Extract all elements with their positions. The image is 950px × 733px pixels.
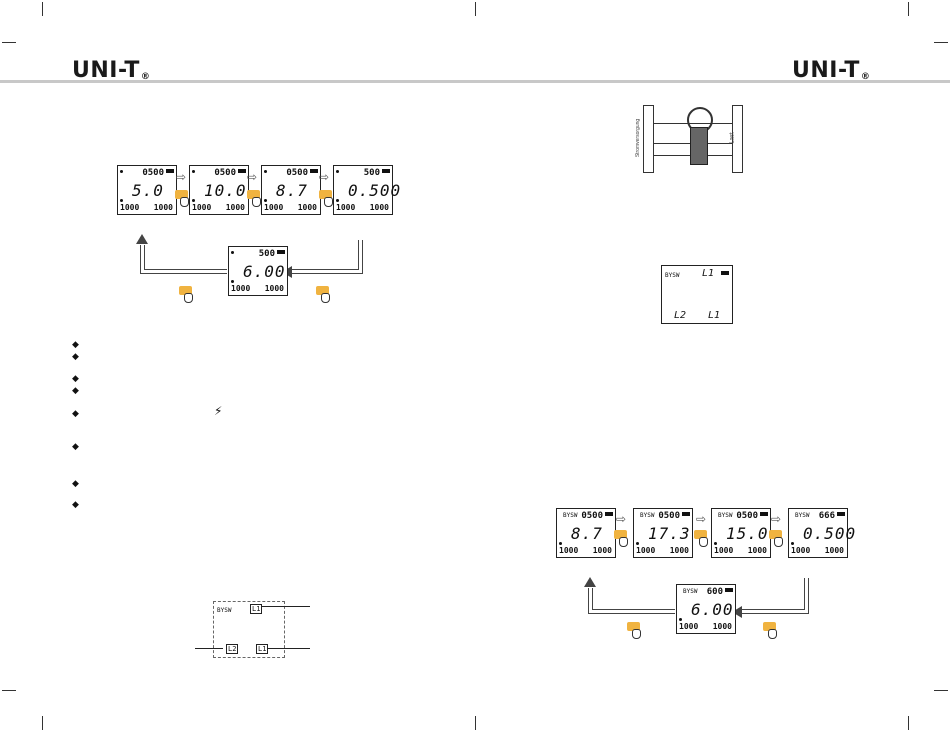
callout-line <box>195 648 223 649</box>
arrow-left-icon <box>732 606 742 618</box>
brand-logo-right: UNI-T® <box>792 58 871 83</box>
arrow-right-icon: ⇨ <box>616 512 627 526</box>
bullet: ◆ <box>72 478 79 488</box>
crop-mark <box>934 690 948 691</box>
hand-press-icon <box>769 530 783 547</box>
bullet: ◆ <box>72 373 79 383</box>
flow-line <box>140 245 227 274</box>
lcd-display: BYSW 0500 8.7 1000 1000 <box>556 508 616 558</box>
bullet: ◆ <box>72 408 79 418</box>
arrow-right-icon: ⇨ <box>696 512 707 526</box>
lcd-display-center: BYSW 600 6.00 1000 1000 <box>676 584 736 634</box>
hand-press-icon <box>627 622 641 639</box>
hand-press-icon <box>319 190 333 207</box>
hand-press-icon <box>694 530 708 547</box>
hand-press-icon <box>179 286 193 303</box>
lcd-display: BYSW 0500 15.0 1000 1000 <box>711 508 771 558</box>
lcd-display: BYSW 666 0.500 1000 1000 <box>788 508 855 558</box>
arrow-right-icon: ⇨ <box>771 512 782 526</box>
hand-press-icon <box>175 190 189 207</box>
lcd-display: 0500 8.7 1000 1000 <box>261 165 321 215</box>
label-power-supply: Stromversorgung <box>635 118 642 158</box>
phase-lcd: BYSW L1 L2 L1 <box>661 265 733 324</box>
header-rule <box>0 80 950 83</box>
crop-mark <box>2 690 16 691</box>
lcd-display-center: 500 6.00 1000 1000 <box>228 246 288 296</box>
flow-line <box>290 240 359 270</box>
bullet: ◆ <box>72 385 79 395</box>
crop-mark <box>934 42 948 43</box>
label-load: Last <box>729 132 736 144</box>
hand-press-icon <box>316 286 330 303</box>
phase-lcd-small: BYSW L1 L2 L1 <box>213 601 285 658</box>
flow-line <box>588 588 675 614</box>
flow-line <box>144 245 227 270</box>
crop-mark <box>42 716 43 730</box>
flow-line <box>740 578 809 614</box>
callout-line <box>262 606 310 607</box>
flow-line <box>592 588 675 610</box>
crop-mark <box>42 2 43 16</box>
crop-mark <box>2 42 16 43</box>
clamp-diagram: Stromversorgung Last <box>635 105 743 173</box>
flow-line <box>740 578 805 610</box>
hand-press-icon <box>247 190 261 207</box>
flow-line <box>290 240 363 274</box>
lcd-display: BYSW 0500 17.3 1000 1000 <box>633 508 693 558</box>
callout-line <box>268 648 310 649</box>
lcd-display: 0500 10.0 1000 1000 <box>189 165 249 215</box>
bullet: ◆ <box>72 441 79 451</box>
crop-mark <box>908 716 909 730</box>
arrow-right-icon: ⇨ <box>176 170 187 184</box>
bullet: ◆ <box>72 351 79 361</box>
bullet: ◆ <box>72 499 79 509</box>
arrow-right-icon: ⇨ <box>319 170 330 184</box>
lightning-icon: ⚡ <box>214 404 223 418</box>
crop-mark <box>475 716 476 730</box>
arrow-up-icon <box>584 577 596 587</box>
lcd-display: 0500 5.0 1000 1000 <box>117 165 177 215</box>
arrow-right-icon: ⇨ <box>247 170 258 184</box>
bullet: ◆ <box>72 339 79 349</box>
hand-press-icon <box>763 622 777 639</box>
hand-press-icon <box>614 530 628 547</box>
crop-mark <box>908 2 909 16</box>
brand-logo-left: UNI-T® <box>72 58 151 83</box>
arrow-up-icon <box>136 234 148 244</box>
crop-mark <box>475 2 476 16</box>
lcd-display: 500 0.500 1000 1000 <box>333 165 400 215</box>
